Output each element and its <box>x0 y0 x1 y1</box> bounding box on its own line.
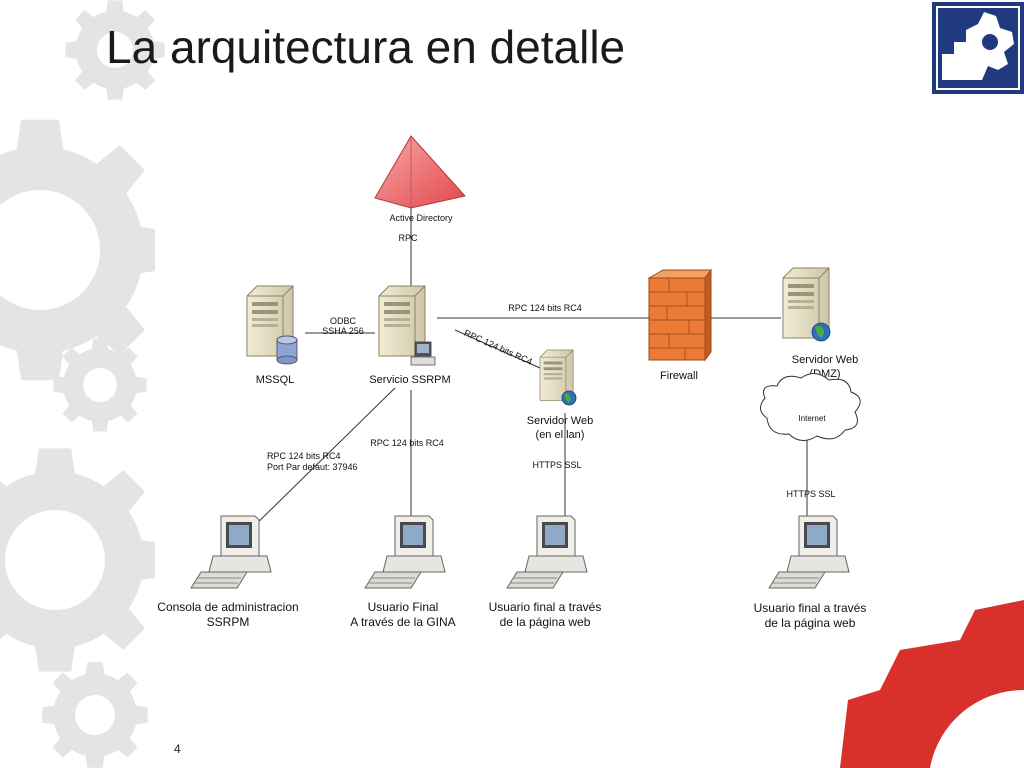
edge-label-rpc-gina: RPC 124 bits RC4 <box>370 438 444 448</box>
edge-label-ssha: SSHA 256 <box>322 326 364 336</box>
edge-label-rpc: RPC <box>398 233 418 243</box>
servidor-web-lan-label-1: Servidor Web <box>527 415 593 427</box>
edge-label-odbc: ODBC <box>330 316 357 326</box>
servidor-web-dmz-node: Servidor Web (DMZ) <box>782 267 858 380</box>
mssql-label: MSSQL <box>256 374 295 386</box>
edge-servicio-weblan <box>454 329 541 369</box>
active-directory-node: Active Directory <box>374 135 466 223</box>
consola-node: Consola de administracion SSRPM <box>157 515 299 629</box>
red-gear-icon <box>840 600 1024 768</box>
edge-label-rpc-diag: RPC 124 bits RC4 <box>463 328 534 367</box>
page-number: 4 <box>174 742 181 756</box>
active-directory-label: Active Directory <box>389 213 453 223</box>
globe-icon <box>561 390 577 406</box>
edge-label-rpc-consola-2: Port Par defaut: 37946 <box>267 462 358 472</box>
usuario-web-ext-node: Usuario final a través de la página web <box>754 515 867 630</box>
internet-label: Internet <box>798 414 826 423</box>
computer-icon <box>410 341 436 366</box>
servicio-ssrpm-node: Servicio SSRPM <box>369 285 451 386</box>
firewall-label: Firewall <box>660 370 698 382</box>
consola-label-2: SSRPM <box>207 615 250 629</box>
internet-cloud-node: Internet <box>760 373 861 441</box>
usuario-gina-node: Usuario Final A través de la GINA <box>350 515 456 629</box>
usuario-web-lan-label-2: de la página web <box>500 615 591 629</box>
servicio-ssrpm-label: Servicio SSRPM <box>369 374 450 386</box>
consola-label-1: Consola de administracion <box>157 600 298 614</box>
edge-servicio-consola <box>246 387 396 534</box>
globe-icon <box>811 322 831 342</box>
slide-title: La arquitectura en detalle <box>106 21 626 73</box>
usuario-gina-label-2: A través de la GINA <box>350 615 455 629</box>
edge-label-rpc-top: RPC 124 bits RC4 <box>508 303 582 313</box>
architecture-diagram: Active Directory RPC MSSQL ODBC SSHA 256… <box>155 128 867 638</box>
company-logo <box>932 2 1024 94</box>
servidor-web-lan-label-2: (en el lan) <box>536 429 585 441</box>
edge-label-https-ext: HTTPS SSL <box>786 489 835 499</box>
servidor-web-dmz-label-1: Servidor Web <box>792 354 858 366</box>
usuario-web-ext-label-2: de la página web <box>765 616 856 630</box>
usuario-web-lan-node: Usuario final a través de la página web <box>489 515 602 629</box>
edge-label-https-lan: HTTPS SSL <box>532 460 581 470</box>
usuario-web-lan-label-1: Usuario final a través <box>489 600 602 614</box>
edge-label-rpc-consola-1: RPC 124 bits RC4 <box>267 451 341 461</box>
usuario-gina-label-1: Usuario Final <box>368 600 439 614</box>
mssql-node: MSSQL <box>246 285 298 386</box>
cloud-icon <box>760 373 861 441</box>
servidor-web-lan-node: Servidor Web (en el lan) <box>527 349 593 441</box>
firewall-node: Firewall <box>647 268 712 382</box>
usuario-web-ext-label-1: Usuario final a través <box>754 601 867 615</box>
database-icon <box>276 335 298 365</box>
